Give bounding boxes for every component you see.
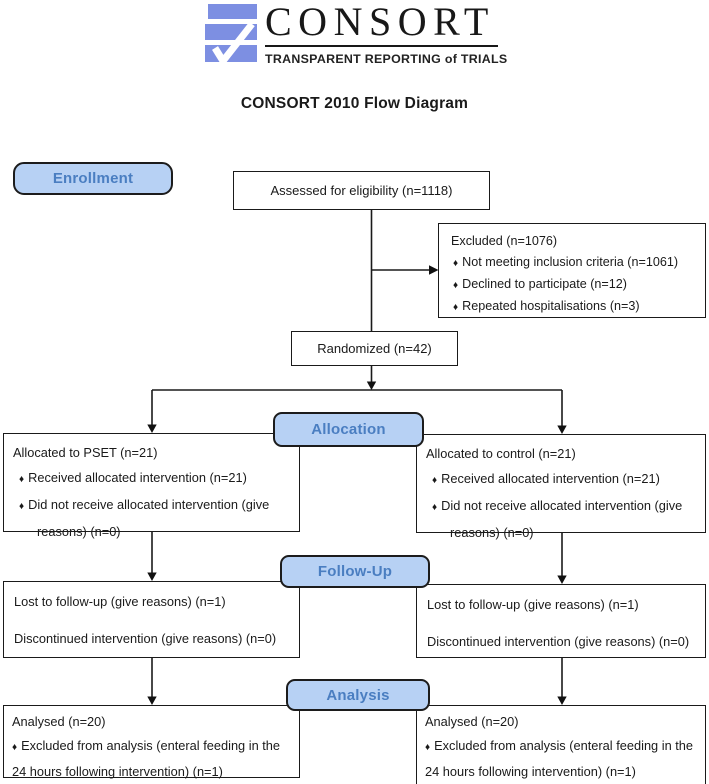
box-followup-control: Lost to follow-up (give reasons) (n=1) D… (416, 584, 706, 658)
alloc-left-bullet-text: Received allocated intervention (n=21) (28, 470, 247, 485)
followup-right-line: Discontinued intervention (give reasons)… (427, 634, 690, 649)
bullet-diamond-icon: ♦ (12, 742, 18, 753)
box-randomized: Randomized (n=42) (291, 331, 458, 366)
analysis-left-bullet-text: Excluded from analysis (enteral feeding … (12, 738, 281, 779)
excluded-bullet-text: Declined to participate (n=12) (462, 277, 627, 291)
excluded-title: Excluded (n=1076) (451, 234, 558, 248)
randomized-text: Randomized (n=42) (317, 341, 432, 356)
stage-label-enrollment-text: Enrollment (52, 170, 134, 187)
bullet-diamond-icon: ♦ (432, 475, 438, 486)
box-analysed-control: Analysed (n=20) ♦Excluded from analysis … (416, 705, 706, 784)
arrowhead-to-analysis-left (147, 696, 157, 705)
stage-label-allocation-text: Allocation (311, 421, 386, 438)
stage-label-analysis-text: Analysis (326, 686, 390, 704)
logo-brand-name: CONSORT (265, 0, 495, 44)
alloc-left-bullet: ♦Received allocated intervention (n=21) (13, 465, 294, 492)
stage-label-allocation: Allocation (273, 412, 424, 447)
bullet-diamond-icon: ♦ (425, 742, 431, 753)
box-excluded: Excluded (n=1076) ♦Not meeting inclusion… (438, 223, 706, 318)
alloc-left-bullet: ♦Did not receive allocated intervention … (13, 492, 294, 544)
bullet-diamond-icon: ♦ (432, 502, 438, 513)
analysis-right-bullet-text: Excluded from analysis (enteral feeding … (425, 738, 694, 779)
alloc-right-bullet-text: Received allocated intervention (n=21) (441, 471, 660, 486)
alloc-right-title: Allocated to control (n=21) (426, 446, 576, 461)
excluded-bullet: ♦Declined to participate (n=12) (451, 274, 701, 296)
alloc-left-bullet-text: Did not receive allocated intervention (… (28, 497, 270, 539)
excluded-bullet: ♦Not meeting inclusion criteria (n=1061) (451, 252, 701, 274)
arrowhead-to-alloc-right (557, 425, 567, 434)
analysis-right-bullet: ♦Excluded from analysis (enteral feeding… (425, 734, 700, 784)
box-allocated-pset: Allocated to PSET (n=21) ♦Received alloc… (3, 433, 300, 539)
followup-right-line: Lost to follow-up (give reasons) (n=1) (427, 597, 639, 612)
followup-left-line: Discontinued intervention (give reasons)… (14, 631, 277, 646)
box-followup-pset: Lost to follow-up (give reasons) (n=1) D… (3, 581, 300, 658)
alloc-left-title: Allocated to PSET (n=21) (13, 445, 158, 460)
arrowhead-to-alloc-left (147, 424, 157, 433)
excluded-bullet: ♦Repeated hospitalisations (n=3) (451, 296, 701, 318)
box-analysed-pset: Analysed (n=20) ♦Excluded from analysis … (3, 705, 300, 779)
arrowhead-to-split (366, 381, 377, 390)
arrowhead-to-excluded (429, 265, 439, 275)
box-allocated-control: Allocated to control (n=21) ♦Received al… (416, 434, 706, 540)
alloc-right-bullet-text: Did not receive allocated intervention (… (441, 498, 683, 540)
stage-label-followup: Follow-Up (280, 555, 430, 588)
logo-tagline: TRANSPARENT REPORTING of TRIALS (265, 52, 508, 66)
stage-label-followup-text: Follow-Up (317, 563, 393, 580)
bullet-diamond-icon: ♦ (453, 302, 459, 313)
excluded-bullet-text: Not meeting inclusion criteria (n=1061) (462, 255, 679, 269)
analysis-right-title: Analysed (n=20) (425, 714, 519, 729)
arrowhead-to-followup-left (147, 572, 157, 581)
stage-label-analysis: Analysis (286, 679, 430, 711)
arrowhead-to-analysis-right (557, 696, 567, 705)
analysis-left-title: Analysed (n=20) (12, 714, 106, 729)
logo-divider (265, 45, 498, 47)
consort-logo-text: CONSORT TRANSPARENT REPORTING of TRIALS (265, 0, 508, 66)
page-title: CONSORT 2010 Flow Diagram (240, 95, 469, 112)
bullet-diamond-icon: ♦ (453, 258, 459, 269)
analysis-left-bullet: ♦Excluded from analysis (enteral feeding… (12, 734, 294, 784)
bullet-diamond-icon: ♦ (19, 474, 25, 485)
assessed-text: Assessed for eligibility (n=1118) (270, 183, 453, 198)
bullet-diamond-icon: ♦ (453, 280, 459, 291)
followup-left-line: Lost to follow-up (give reasons) (n=1) (14, 594, 226, 609)
excluded-bullet-text: Repeated hospitalisations (n=3) (462, 299, 640, 313)
arrowhead-to-followup-right (557, 575, 567, 584)
stage-label-enrollment: Enrollment (13, 162, 173, 195)
box-assessed-for-eligibility: Assessed for eligibility (n=1118) (233, 171, 490, 210)
bullet-diamond-icon: ♦ (19, 501, 25, 512)
alloc-right-bullet: ♦Did not receive allocated intervention … (426, 493, 700, 545)
consort-logo-icon (205, 4, 257, 62)
alloc-right-bullet: ♦Received allocated intervention (n=21) (426, 466, 700, 493)
